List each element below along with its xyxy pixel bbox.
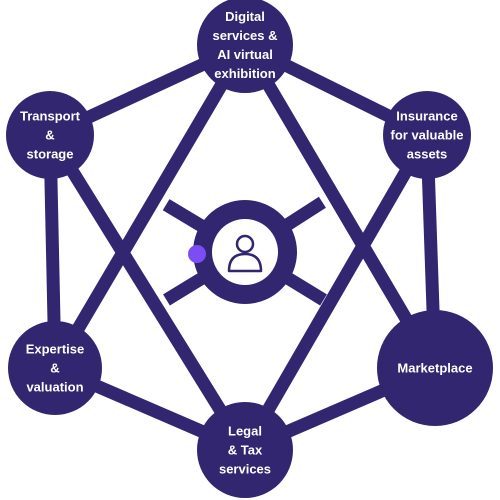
connection-line-digital-marketplace bbox=[239, 41, 441, 372]
connection-line-transport-legal bbox=[44, 131, 251, 454]
node-circle-insurance bbox=[383, 91, 471, 179]
service-nodes: Digital services & AI virtual exhibitionIns… bbox=[6, 0, 493, 498]
connection-line-insurance-legal bbox=[239, 131, 433, 454]
node-transport[interactable]: Transport & storage bbox=[6, 91, 94, 179]
spoke-marketplace bbox=[282, 271, 327, 306]
node-label-transport: storage bbox=[27, 147, 74, 162]
node-digital[interactable]: Digital services & AI virtual exhibition bbox=[197, 0, 293, 93]
node-label-legal: & Tax bbox=[228, 443, 263, 458]
node-label-legal: Legal bbox=[228, 424, 262, 439]
node-label-legal: services bbox=[219, 462, 271, 477]
node-label-digital: Digital bbox=[225, 9, 265, 24]
node-label-digital: exhibition bbox=[214, 66, 275, 81]
node-marketplace[interactable]: Marketplace bbox=[377, 310, 493, 426]
node-circle-marketplace bbox=[377, 310, 493, 426]
node-circle-transport bbox=[6, 91, 94, 179]
node-circle-expertise bbox=[8, 321, 102, 415]
node-label-marketplace: Marketplace bbox=[397, 361, 472, 376]
node-insurance[interactable]: Insurance for valuable assets bbox=[383, 91, 471, 179]
spoke-transport bbox=[162, 199, 208, 233]
hub-indicator-dot bbox=[188, 245, 206, 263]
user-icon bbox=[227, 234, 263, 273]
spoke-insurance bbox=[281, 196, 326, 232]
node-label-insurance: assets bbox=[407, 147, 447, 162]
node-legal[interactable]: Legal & Tax services bbox=[197, 402, 293, 498]
node-label-expertise: Expertise bbox=[26, 342, 85, 357]
node-expertise[interactable]: Expertise & valuation bbox=[8, 321, 102, 415]
center-spokes bbox=[162, 196, 327, 306]
node-label-digital: services & bbox=[212, 28, 277, 43]
node-circle-digital bbox=[197, 0, 293, 93]
center-hub bbox=[188, 200, 297, 304]
connection-line-digital-expertise bbox=[49, 41, 251, 372]
node-label-insurance: Insurance bbox=[396, 109, 457, 124]
node-label-transport: & bbox=[45, 128, 54, 143]
node-label-digital: AI virtual bbox=[217, 47, 273, 62]
node-label-insurance: for valuable bbox=[391, 128, 464, 143]
node-circle-legal bbox=[197, 402, 293, 498]
spoke-expertise bbox=[163, 271, 208, 306]
node-label-transport: Transport bbox=[20, 109, 81, 124]
node-label-expertise: valuation bbox=[26, 380, 83, 395]
node-label-expertise: & bbox=[50, 361, 59, 376]
